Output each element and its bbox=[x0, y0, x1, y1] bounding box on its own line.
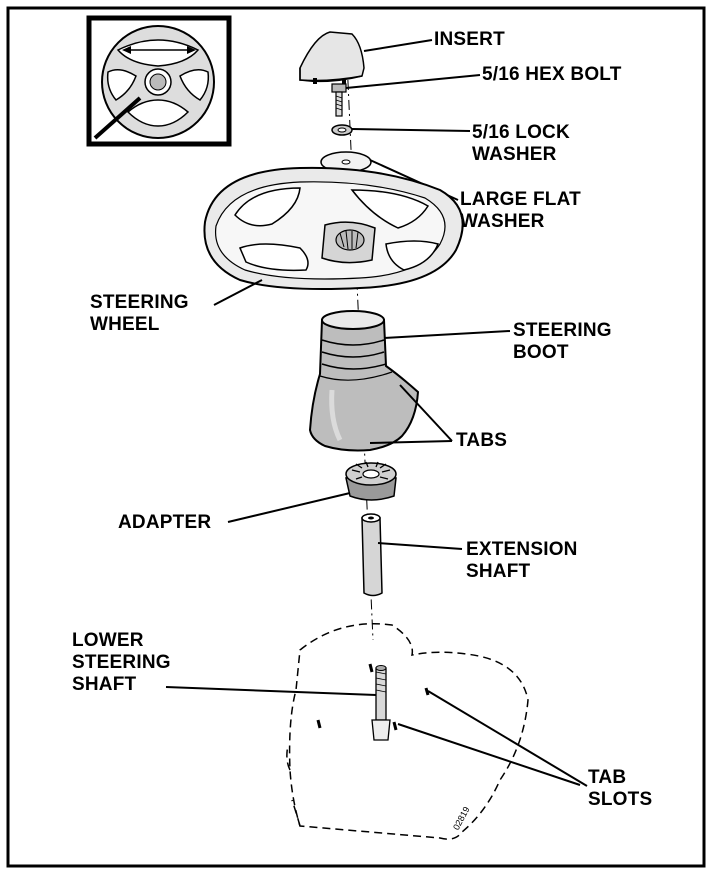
label-lower-shaft-line1: LOWER bbox=[72, 630, 144, 651]
hex-bolt-part bbox=[331, 83, 347, 117]
label-lower-shaft-line2: STEERING bbox=[72, 652, 171, 673]
insert-part bbox=[299, 31, 365, 86]
tractor-body-outline bbox=[286, 622, 529, 840]
lower-steering-shaft-part bbox=[371, 665, 391, 741]
label-steering-wheel-line1: STEERING bbox=[90, 292, 189, 313]
label-lock-washer-line2: WASHER bbox=[472, 144, 557, 165]
label-steering-wheel: STEERING WHEEL bbox=[90, 292, 189, 336]
label-flat-washer-line1: LARGE FLAT bbox=[460, 189, 581, 210]
tab-slots bbox=[316, 663, 430, 731]
label-steering-boot: STEERING BOOT bbox=[513, 320, 612, 364]
label-lower-shaft-line3: SHAFT bbox=[72, 674, 137, 695]
label-lock-washer: 5/16 LOCK WASHER bbox=[472, 122, 570, 166]
steering-boot-part bbox=[308, 310, 420, 452]
label-extension-shaft-line2: SHAFT bbox=[466, 561, 531, 582]
label-hex-bolt: 5/16 HEX BOLT bbox=[482, 64, 622, 86]
label-steering-boot-line1: STEERING bbox=[513, 320, 612, 341]
orientation-inset bbox=[86, 15, 232, 147]
label-insert: INSERT bbox=[434, 29, 505, 51]
label-extension-shaft: EXTENSION SHAFT bbox=[466, 539, 578, 583]
label-tab-slots-line2: SLOTS bbox=[588, 789, 653, 810]
label-lower-steering-shaft: LOWER STEERING SHAFT bbox=[72, 630, 171, 696]
adapter-part bbox=[345, 461, 397, 501]
steering-wheel-part bbox=[203, 166, 464, 290]
label-steering-wheel-line2: WHEEL bbox=[90, 314, 160, 335]
label-tab-slots-line1: TAB bbox=[588, 767, 627, 788]
label-tabs-line1: TABS bbox=[456, 430, 508, 451]
label-tab-slots: TAB SLOTS bbox=[588, 767, 652, 811]
label-flat-washer: LARGE FLAT WASHER bbox=[460, 189, 581, 233]
label-insert-line1: INSERT bbox=[434, 29, 505, 50]
label-extension-shaft-line1: EXTENSION bbox=[466, 539, 578, 560]
diagram-border bbox=[6, 6, 706, 868]
lock-washer-part bbox=[331, 124, 353, 136]
flat-washer-part bbox=[320, 151, 372, 173]
label-lock-washer-line1: 5/16 LOCK bbox=[472, 122, 570, 143]
label-tabs: TABS bbox=[456, 430, 507, 452]
label-hex-bolt-line1: 5/16 HEX BOLT bbox=[482, 64, 622, 85]
extension-shaft-part bbox=[361, 513, 383, 597]
label-steering-boot-line2: BOOT bbox=[513, 342, 569, 363]
label-adapter-line1: ADAPTER bbox=[118, 512, 212, 533]
label-adapter: ADAPTER bbox=[118, 512, 211, 534]
label-flat-washer-line2: WASHER bbox=[460, 211, 545, 232]
